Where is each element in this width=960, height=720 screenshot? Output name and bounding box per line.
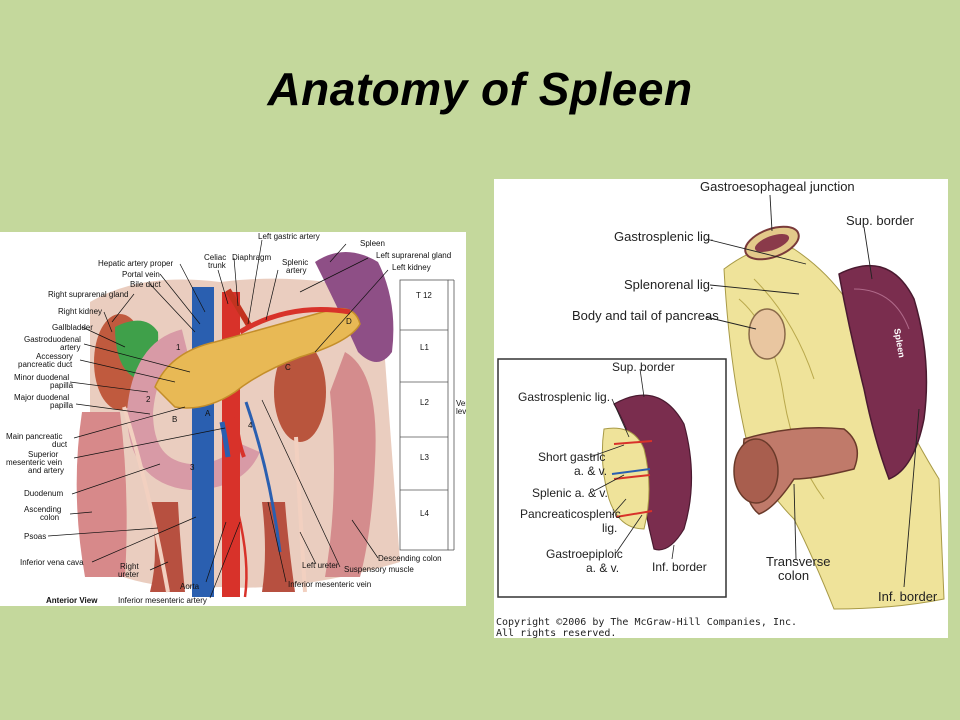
- vertebral-level-t12: T 12: [416, 291, 432, 300]
- region-marker-d: D: [346, 317, 352, 326]
- region-marker-4: 4: [248, 421, 253, 430]
- label-right-suprarenal-gland: Right suprarenal gland: [48, 290, 129, 299]
- inset-label-splenic-av: Splenic a. & v.: [532, 486, 608, 500]
- label-diaphragm: Diaphragm: [232, 253, 271, 262]
- region-marker-1: 1: [176, 343, 181, 352]
- label-body-tail-pancreas: Body and tail of pancreas: [572, 308, 719, 323]
- left-kidney-shape: [274, 342, 326, 442]
- label-left-gastric-artery: Left gastric artery: [258, 232, 320, 241]
- label-portal-vein: Portal vein: [122, 270, 160, 279]
- label-psoas: Psoas: [24, 532, 46, 541]
- label-splenorenal-lig: Splenorenal lig.: [624, 277, 714, 292]
- label-suspensory-muscle: Suspensory muscle: [344, 565, 414, 574]
- label-vertebral-levels: Vertebrallevels: [456, 399, 466, 416]
- label-inferior-mesenteric-vein: Inferior mesenteric vein: [288, 580, 371, 589]
- left-anatomy-figure: 1 2 3 4 A B C D Hepa: [0, 232, 466, 606]
- slide-title: Anatomy of Spleen: [267, 63, 693, 115]
- label-sup-border: Sup. border: [846, 213, 915, 228]
- region-marker-a: A: [205, 409, 211, 418]
- region-marker-c: C: [285, 363, 291, 372]
- descending-colon-shape: [325, 352, 376, 577]
- vertebral-level-l1: L1: [420, 343, 429, 352]
- label-inferior-mesenteric-artery: Inferior mesenteric artery: [118, 596, 207, 605]
- pancreas-tail-shape: [748, 308, 786, 360]
- copyright-line-1: Copyright ©2006 by The McGraw-Hill Compa…: [496, 617, 797, 628]
- vertebral-level-l4: L4: [420, 509, 429, 518]
- spleen-shape: [315, 252, 394, 362]
- region-marker-3: 3: [190, 463, 195, 472]
- inset-label-gastrosplenic-lig: Gastrosplenic lig.: [518, 390, 610, 404]
- label-gallbladder: Gallbladder: [52, 323, 93, 332]
- ivc-shape: [192, 287, 214, 597]
- label-aorta: Aorta: [180, 582, 200, 591]
- region-marker-2: 2: [146, 395, 151, 404]
- vertebral-level-l3: L3: [420, 453, 429, 462]
- label-left-ureter: Left ureter: [302, 561, 339, 570]
- label-anterior-view: Anterior View: [46, 596, 98, 605]
- inset-label-inf-border: Inf. border: [652, 560, 707, 574]
- pancreas-shape: [154, 307, 361, 409]
- label-gastroesophageal-junction: Gastroesophageal junction: [700, 179, 855, 194]
- label-hepatic-artery-proper: Hepatic artery proper: [98, 259, 173, 268]
- inset-label-sup-border: Sup. border: [612, 360, 675, 374]
- right-anatomy-figure: Spleen Gastroesophageal junction Sup. bo…: [494, 179, 948, 638]
- ascending-colon-shape: [76, 412, 127, 577]
- label-gastrosplenic-lig: Gastrosplenic lig.: [614, 229, 714, 244]
- right-spleen-illustration: Spleen Gastroesophageal junction Sup. bo…: [494, 179, 948, 638]
- label-duodenum: Duodenum: [24, 489, 63, 498]
- label-inferior-vena-cava: Inferior vena cava: [20, 558, 84, 567]
- label-descending-colon: Descending colon: [378, 554, 442, 563]
- label-inf-border: Inf. border: [878, 589, 938, 604]
- vertebral-level-l2: L2: [420, 398, 429, 407]
- vertebral-levels-column: T 12 L1 L2 L3 L4 Vertebrallevels: [399, 279, 466, 551]
- label-left-suprarenal-gland: Left suprarenal gland: [376, 251, 451, 260]
- region-marker-b: B: [172, 415, 177, 424]
- copyright-line-2: All rights reserved.: [496, 628, 616, 638]
- inset-spleen-hilum: Sup. border Gastrosplenic lig. Short gas…: [497, 358, 727, 598]
- label-left-kidney: Left kidney: [392, 263, 431, 272]
- label-spleen: Spleen: [360, 239, 385, 248]
- left-anatomy-illustration: 1 2 3 4 A B C D Hepa: [0, 232, 466, 606]
- label-bile-duct: Bile duct: [130, 280, 161, 289]
- label-right-kidney: Right kidney: [58, 307, 102, 316]
